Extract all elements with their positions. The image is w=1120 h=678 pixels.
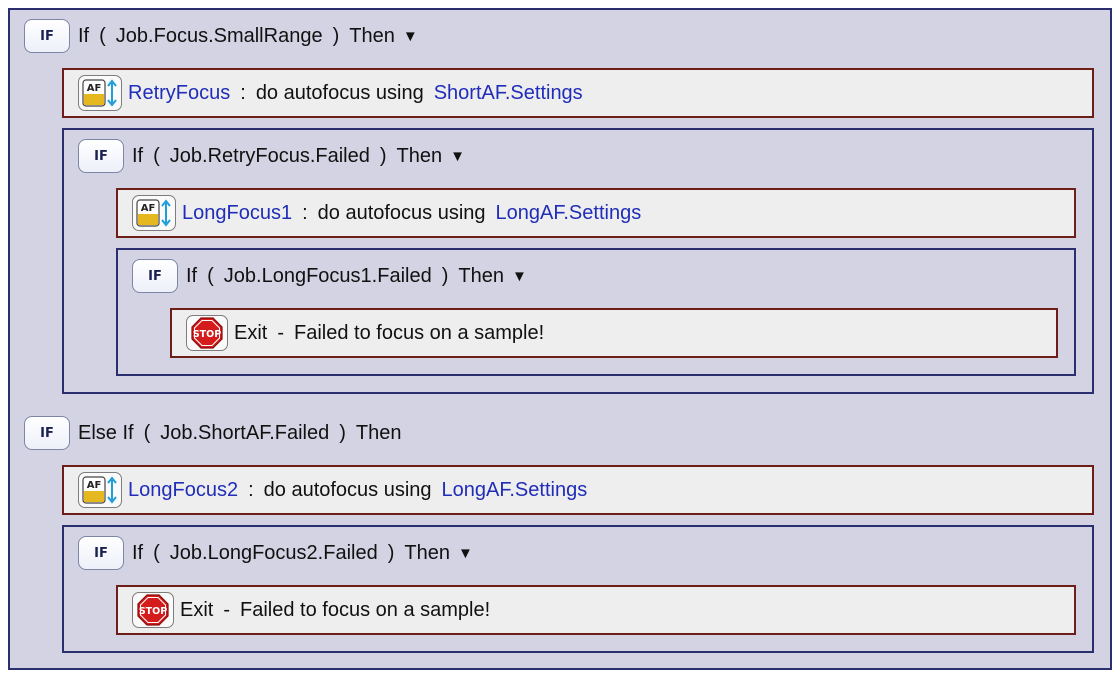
colon: : [240,81,246,104]
exit-action-row: STOP Exit - Failed to focus on a sample! [170,308,1058,358]
else-if-keyword: Else If [78,421,134,444]
close-paren: ) [332,24,340,47]
if-condition-row: IF If ( Job.LongFocus2.Failed ) Then ▼ [78,534,473,572]
condition-text[interactable]: Job.ShortAF.Failed [160,421,330,444]
colon: : [248,478,254,501]
then-keyword: Then [349,24,395,47]
dropdown-arrow[interactable]: ▼ [450,147,465,165]
then-keyword: Then [396,144,443,167]
open-paren: ( [207,264,214,287]
if-button[interactable]: IF [132,259,178,293]
exit-action-row: STOP Exit - Failed to focus on a sample! [116,585,1076,635]
exit-keyword: Exit [234,321,268,344]
if-button[interactable]: IF [78,139,124,173]
step-name-link[interactable]: LongFocus2 [128,478,239,501]
exit-message[interactable]: Failed to focus on a sample! [240,598,491,621]
autofocus-icon-button[interactable]: AF [78,75,122,111]
autofocus-icon: AF [82,476,117,504]
autofocus-icon-button[interactable]: AF [132,195,176,231]
step-name-link[interactable]: RetryFocus [128,81,231,104]
stop-icon: STOP [137,594,169,626]
settings-link[interactable]: ShortAF.Settings [433,81,583,104]
svg-text:STOP: STOP [139,606,167,617]
svg-text:AF: AF [87,83,102,94]
autofocus-icon: AF [82,79,117,107]
dash: - [223,598,231,621]
step-name-link[interactable]: LongFocus1 [182,201,293,224]
action-text: do autofocus using [255,81,424,104]
close-paren: ) [441,264,449,287]
if-condition-row: IF If ( Job.LongFocus1.Failed ) Then ▼ [132,257,527,295]
condition-text[interactable]: Job.Focus.SmallRange [115,24,323,47]
autofocus-icon: AF [136,199,171,227]
stop-icon-button[interactable]: STOP [132,592,174,628]
svg-text:STOP: STOP [193,329,221,340]
autofocus-action-row: AF RetryFocus : do autofocus using Short… [62,68,1094,118]
svg-text:AF: AF [141,203,156,214]
exit-message[interactable]: Failed to focus on a sample! [294,321,545,344]
dropdown-arrow[interactable]: ▼ [457,544,473,562]
stop-icon: STOP [191,317,223,349]
close-paren: ) [339,421,346,444]
dropdown-arrow[interactable]: ▼ [402,27,418,45]
condition-text[interactable]: Job.RetryFocus.Failed [169,144,370,167]
close-paren: ) [379,144,387,167]
action-text: do autofocus using [263,478,432,501]
autofocus-action-row: AF LongFocus2 : do autofocus using LongA… [62,465,1094,515]
svg-text:AF: AF [87,480,102,491]
close-paren: ) [387,541,395,564]
open-paren: ( [153,144,160,167]
settings-link[interactable]: LongAF.Settings [441,478,588,501]
then-keyword: Then [355,421,402,444]
colon: : [302,201,308,224]
open-paren: ( [143,421,151,444]
then-keyword: Then [458,264,504,287]
if-button[interactable]: IF [24,19,70,53]
autofocus-icon-button[interactable]: AF [78,472,122,508]
if-button[interactable]: IF [24,416,70,450]
if-button[interactable]: IF [78,536,124,570]
if-condition-row: IF If ( Job.Focus.SmallRange ) Then ▼ [24,17,418,55]
condition-text[interactable]: Job.LongFocus2.Failed [169,541,378,564]
condition-text[interactable]: Job.LongFocus1.Failed [223,264,432,287]
if-keyword: If [132,144,144,167]
dash: - [277,321,285,344]
then-keyword: Then [404,541,450,564]
else-if-condition-row: IF Else If ( Job.ShortAF.Failed ) Then [24,414,402,452]
settings-link[interactable]: LongAF.Settings [495,201,642,224]
if-keyword: If [132,541,144,564]
if-condition-row: IF If ( Job.RetryFocus.Failed ) Then ▼ [78,137,465,175]
if-keyword: If [186,264,198,287]
open-paren: ( [99,24,106,47]
exit-keyword: Exit [180,598,214,621]
if-keyword: If [78,24,90,47]
open-paren: ( [153,541,160,564]
action-text: do autofocus using [317,201,486,224]
dropdown-arrow[interactable]: ▼ [511,267,527,285]
stop-icon-button[interactable]: STOP [186,315,228,351]
autofocus-action-row: AF LongFocus1 : do autofocus using LongA… [116,188,1076,238]
